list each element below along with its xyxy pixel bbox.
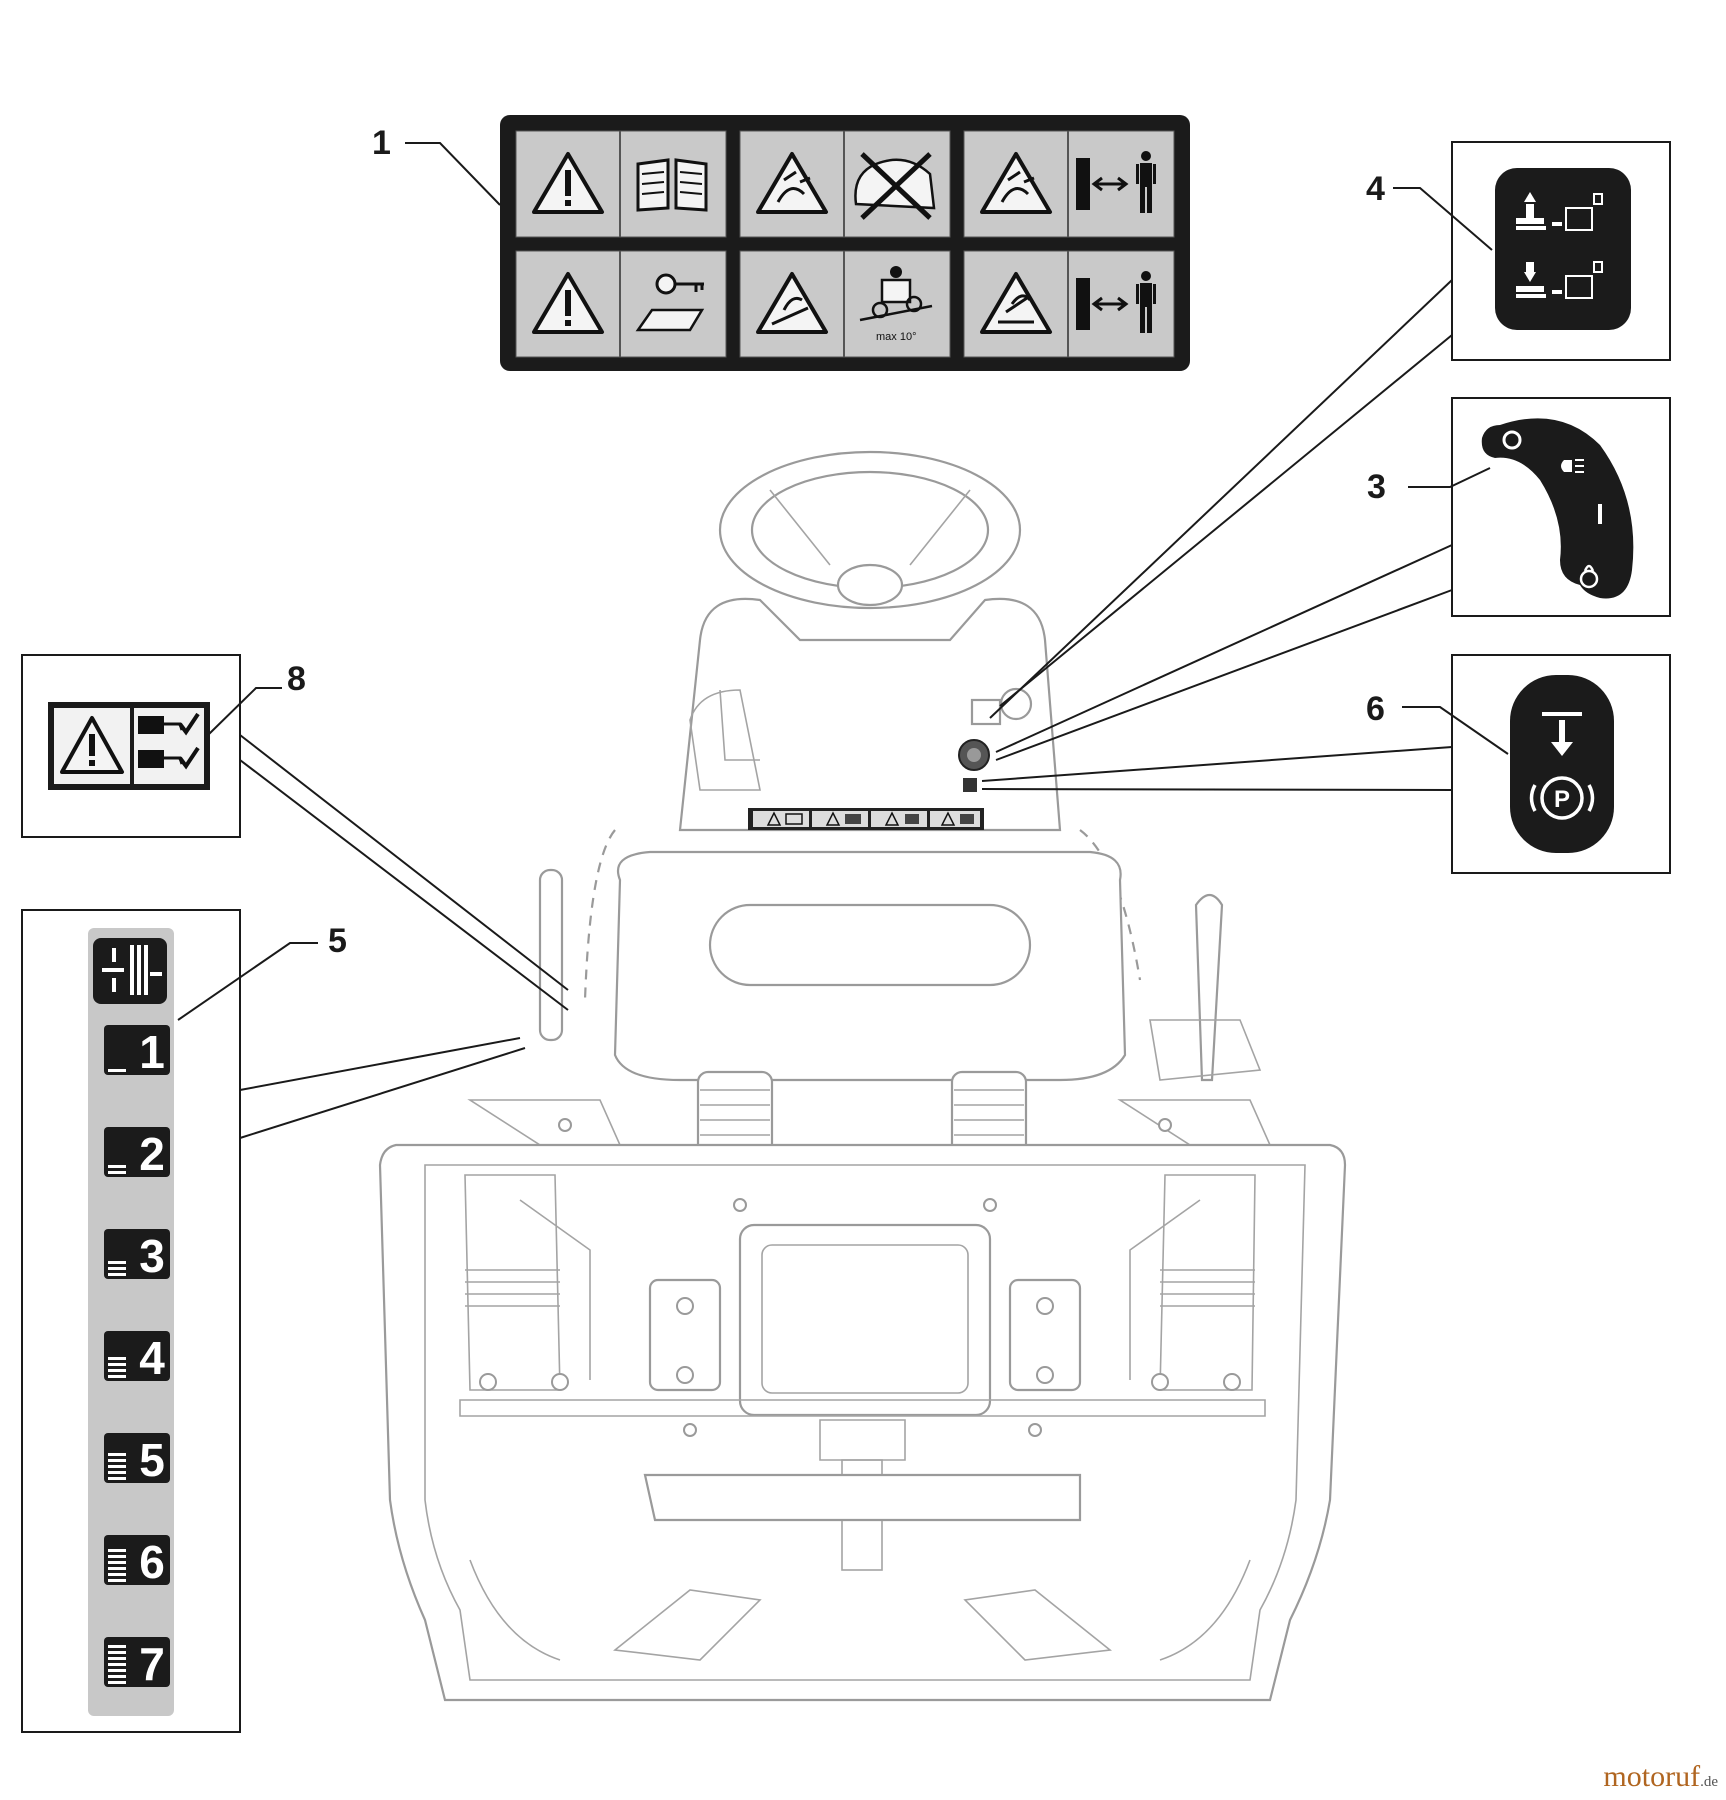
remove-key-icon (635, 273, 705, 332)
height-level-label: 7 (139, 1638, 165, 1690)
thrown-objects-warning-icon (756, 152, 828, 214)
decal-5-cutting-height: 1 2 3 4 5 6 7 (21, 909, 241, 1733)
rollover-warning-icon (756, 272, 828, 334)
dashboard-decal-strip (748, 808, 984, 830)
decal-1-tile-2 (739, 130, 951, 238)
callout-4: 4 (1366, 170, 1385, 208)
read-manual-icon (785, 813, 803, 825)
watermark-main: motoruf (1603, 1760, 1701, 1793)
keep-distance-icon (1076, 151, 1156, 213)
height-level-1: 1 (104, 1025, 170, 1078)
right-vents (1160, 1269, 1255, 1307)
height-level-4: 4 (104, 1331, 170, 1384)
callout-1: 1 (372, 124, 391, 162)
cutting-height-strip (88, 928, 174, 1716)
parking-brake-button (963, 778, 977, 792)
decal-8-lever-warning (21, 654, 241, 838)
callout-3: 3 (1367, 468, 1386, 506)
keep-distance-icon (905, 814, 919, 824)
cutting-height-icon (93, 938, 167, 1004)
mower-rear-view (378, 450, 1347, 1702)
callout-6: 6 (1366, 690, 1385, 728)
height-level-label: 5 (139, 1434, 165, 1486)
blade-hazard-icon (980, 272, 1052, 334)
dashboard-console (678, 597, 1062, 832)
decal-1-tile-6 (963, 250, 1175, 358)
motoruf-watermark: motoruf.de (1603, 1760, 1718, 1794)
no-passengers-icon (854, 152, 936, 220)
right-lever (1194, 893, 1224, 1082)
lights-icon (1561, 459, 1584, 473)
max-slope-text: max 10° (876, 331, 916, 343)
deck-lower-icon (1516, 261, 1603, 299)
height-level-5: 5 (104, 1433, 170, 1486)
height-level-label: 2 (139, 1128, 165, 1180)
keep-distance-icon (1076, 271, 1156, 333)
callout-5: 5 (328, 922, 347, 960)
height-level-2: 2 (104, 1127, 170, 1180)
height-level-3: 3 (104, 1229, 170, 1282)
mower-deck (643, 1473, 1082, 1522)
height-level-7: 7 (104, 1637, 170, 1690)
decal-1-tile-3 (963, 130, 1175, 238)
height-level-label: 1 (139, 1026, 165, 1078)
max-slope-icon: max 10° (859, 266, 933, 343)
parking-letter: P (1554, 786, 1570, 813)
height-level-label: 6 (139, 1536, 165, 1588)
chassis-frame (378, 1143, 1347, 1702)
rear-tow-hitch (738, 1223, 992, 1417)
warning-triangle-icon (60, 716, 124, 774)
lever-check-icon (138, 712, 200, 770)
height-level-6: 6 (104, 1535, 170, 1588)
decal-4-deck-lift (1451, 141, 1671, 361)
decal-1-tile-4 (515, 250, 727, 358)
parking-brake-icon: P (1529, 776, 1595, 820)
pedal-down-icon (1542, 712, 1582, 756)
warning-triangle-icon (766, 811, 782, 826)
decal-6-parking-brake: P (1451, 654, 1671, 874)
left-lever (538, 868, 564, 1042)
decal-3-ignition (1451, 397, 1671, 617)
decal-1-tile-1 (515, 130, 727, 238)
decal-1-tile-5: max 10° (739, 250, 951, 358)
watermark-suffix: .de (1700, 1774, 1718, 1790)
left-vents (465, 1269, 560, 1307)
on-icon (1598, 504, 1602, 524)
leader-lines (177, 142, 1509, 1139)
deck-raise-icon (1516, 192, 1603, 231)
callout-8: 8 (287, 660, 306, 698)
read-manual-icon (636, 158, 708, 212)
height-level-label: 4 (139, 1332, 165, 1384)
decal-1-safety-panel: max 10° (500, 115, 1190, 371)
off-icon (1502, 430, 1522, 450)
start-icon (1579, 564, 1599, 589)
callout-numbers: 1 3 4 5 6 8 (287, 124, 1386, 960)
height-level-label: 3 (139, 1230, 165, 1282)
thrown-objects-warning-icon (980, 152, 1052, 214)
